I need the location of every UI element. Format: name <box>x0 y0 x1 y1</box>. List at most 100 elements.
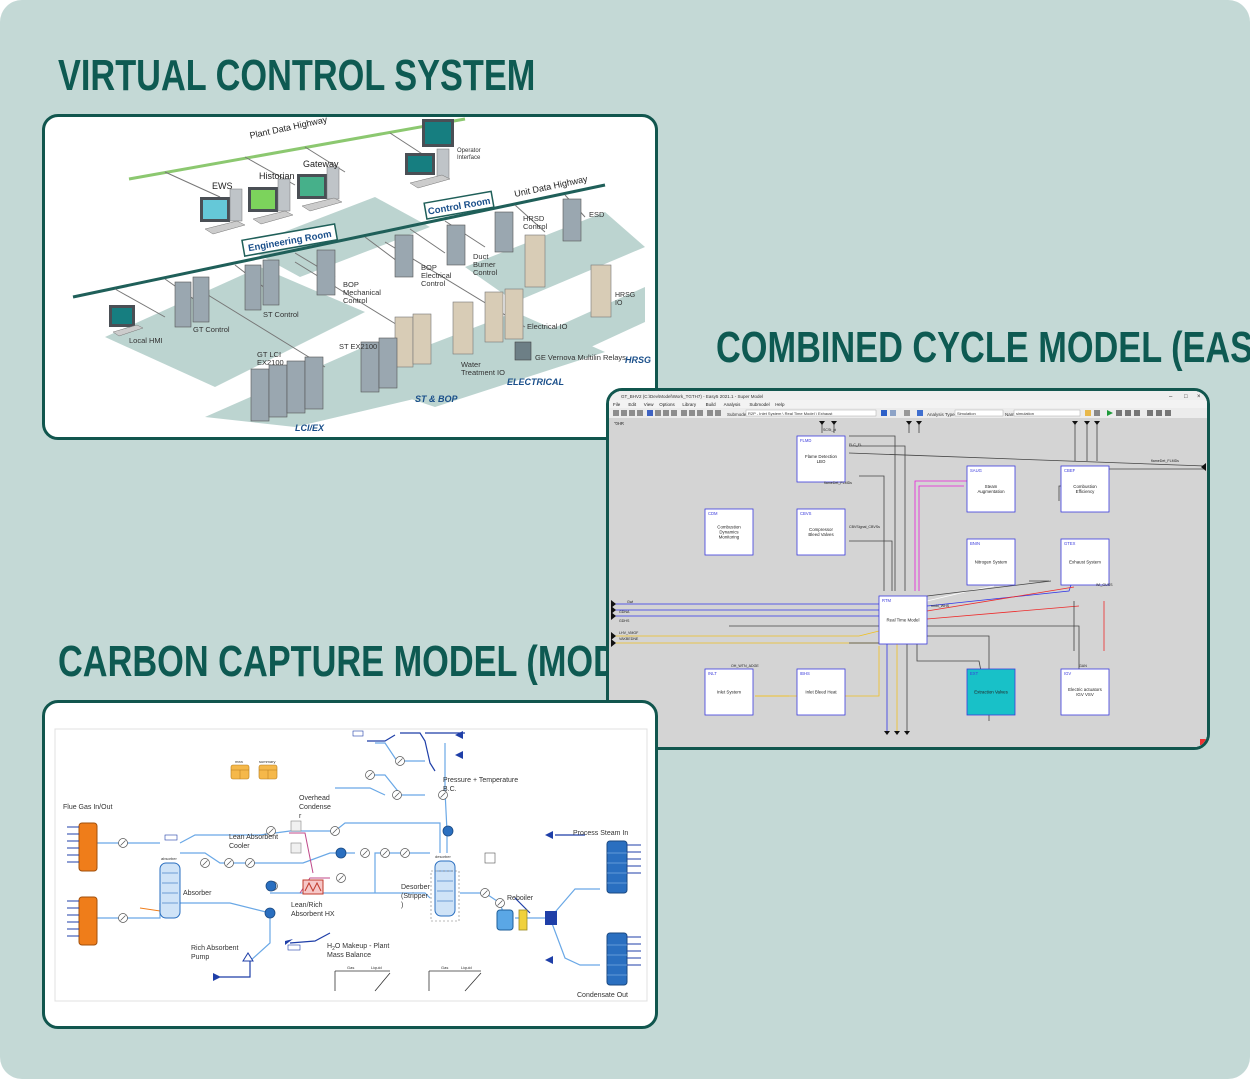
info-icon[interactable] <box>917 410 923 416</box>
pressure-label-2: B.C. <box>443 786 457 793</box>
move-icon <box>647 410 653 416</box>
sensor <box>330 826 340 836</box>
pump <box>264 907 276 919</box>
menu-item-edit[interactable]: Edit <box>628 402 637 407</box>
menu-item-file[interactable]: File <box>613 402 621 407</box>
signal-label-4: flameDet_FLMDs <box>824 481 852 485</box>
hrsd-label-1: HRSD <box>523 214 545 223</box>
block-label: Steam <box>985 484 998 489</box>
name-value: simulation <box>1016 411 1034 416</box>
sensors <box>118 756 505 923</box>
window-close-icon[interactable]: × <box>1197 394 1201 400</box>
hrsg-io-label-2: IO <box>615 300 623 307</box>
block-label: Real Time Model <box>887 618 920 623</box>
block-code: GTEX <box>1064 541 1076 546</box>
easy5-canvas: GT_BHV2 (C:\Dev\Model\Work_TGTH7) - Easy… <box>609 391 1207 745</box>
submodel-select[interactable] <box>745 409 877 417</box>
print-icon <box>637 410 643 416</box>
run-icon <box>1107 410 1113 416</box>
help-icon <box>715 410 721 416</box>
menu-item-options[interactable]: Options <box>659 402 675 407</box>
gt-lci-label-1: GT LCI <box>257 350 281 359</box>
esd-label: ESD <box>589 210 605 219</box>
block-code: IBHS <box>800 671 810 676</box>
analysis-type-select[interactable] <box>954 409 1004 417</box>
operator-label-1: Operator <box>457 148 481 154</box>
process-steam-tank <box>606 840 641 894</box>
boundary-triangles <box>213 731 553 981</box>
block-code: CBVS <box>800 511 812 516</box>
bop-electrical-label-1: BOP <box>421 263 437 272</box>
floor-gt <box>105 267 365 387</box>
name-select[interactable] <box>1013 409 1081 417</box>
svg-text:Gas: Gas <box>441 965 448 970</box>
down-level-icon[interactable] <box>890 410 896 416</box>
block-label: Monitoring <box>719 535 740 540</box>
gt-lci-label-2: EX2100 <box>257 358 284 367</box>
floor-hrsd <box>465 212 645 302</box>
block-label: Bleed Valves <box>808 532 834 537</box>
block-label: Flame Detection <box>805 454 838 459</box>
easy5-panel: GT_BHV2 (C:\Dev\Model\Work_TGTH7) - Easy… <box>606 388 1210 750</box>
block-code: INLT <box>708 671 717 676</box>
submodel-label: Submodel <box>727 412 747 417</box>
easy5-titlebar <box>609 391 1207 400</box>
phase-plot-1: Gas Liquid <box>334 965 391 992</box>
summary-icon[interactable]: summary <box>258 759 278 780</box>
forward-icon <box>1156 410 1162 416</box>
combined-cycle-model-heading: COMBINED CYCLE MODEL (EASY5) <box>716 323 1250 372</box>
up-level-icon[interactable] <box>881 410 887 416</box>
easy5-window: GT_BHV2 (C:\Dev\Model\Work_TGTH7) - Easy… <box>609 391 1207 747</box>
sensor <box>224 858 234 868</box>
signal-label-12: VAKBEDNE <box>619 637 639 641</box>
process-steam-label: Process Steam In <box>573 830 628 837</box>
signal-label-1: SCSt_pi <box>823 428 836 432</box>
zoom-fit-icon <box>697 410 703 416</box>
sensor <box>380 848 390 858</box>
menu-item-library[interactable]: Library <box>682 402 697 407</box>
control-system-diagram: EWS Historian Gateway Plant Data Highway… <box>72 117 651 433</box>
condensate-tank <box>606 932 641 986</box>
mea-icon[interactable]: mea <box>230 759 250 780</box>
electrical-io-label: Electrical IO <box>527 322 568 331</box>
plant-data-highway-line <box>128 117 466 181</box>
resize-grip-icon[interactable] <box>1200 739 1206 745</box>
ews-workstation <box>200 188 246 235</box>
toolbar-icons[interactable] <box>613 410 721 416</box>
lean-cooler-label-1: Lean Absorbent <box>229 834 278 841</box>
refresh-icon[interactable] <box>904 410 910 416</box>
sensor <box>118 838 128 848</box>
menu-item-analysis[interactable]: Analysis <box>724 402 742 407</box>
water-treatment-label-1: Water <box>461 360 481 369</box>
analysis-type-label: Analysis Type <box>927 412 955 417</box>
st-ex2100-label: ST EX2100 <box>339 342 377 351</box>
menu-item-submodel[interactable]: Submodel <box>749 402 769 407</box>
folder-icon <box>1085 410 1091 416</box>
block-label: Nitrogen System <box>975 560 1008 565</box>
run-controls[interactable] <box>1085 410 1171 416</box>
block-code: CDM <box>708 511 718 516</box>
easy5-title: GT_BHV2 (C:\Dev\Model\Work_TGTH7) - Easy… <box>621 394 763 399</box>
menu-item-build[interactable]: Build <box>706 402 717 407</box>
flue-gas-source-1 <box>67 822 98 872</box>
window-maximize-icon[interactable]: □ <box>1184 394 1188 400</box>
settings-icon <box>1094 410 1100 416</box>
menu-item-help[interactable]: Help <box>775 402 785 407</box>
name-label: Name <box>1005 412 1018 417</box>
window-minimize-icon[interactable]: – <box>1169 394 1173 400</box>
menu-item-view[interactable]: View <box>644 402 654 407</box>
rewind-icon <box>1147 410 1153 416</box>
